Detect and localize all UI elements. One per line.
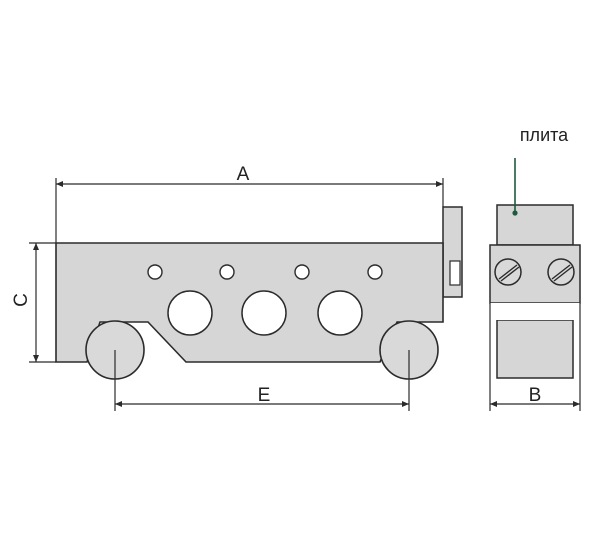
small-hole-3 [294,264,310,280]
dimension-b [489,303,581,411]
side-view [489,204,581,379]
side-gap [490,303,580,320]
small-hole-1 [147,264,163,280]
screw-left-icon [494,258,522,286]
front-view [55,206,463,380]
side-bottom-block [496,319,574,379]
plate-label: плита [520,125,569,145]
screw-right-icon [547,258,575,286]
dimension-a-label: A [237,164,250,185]
dimension-e [114,350,410,411]
dimension-c-label: C [11,293,32,307]
front-end-cap-slot [449,260,461,286]
dimension-b-label: B [529,385,542,406]
side-top-block [496,204,574,246]
large-hole-1 [167,290,213,336]
dimension-a [55,178,444,243]
small-hole-4 [367,264,383,280]
dimension-e-label: E [258,385,271,406]
large-hole-3 [317,290,363,336]
dimension-c [29,242,56,363]
large-hole-2 [241,290,287,336]
plate-leader [512,158,518,216]
small-hole-2 [219,264,235,280]
